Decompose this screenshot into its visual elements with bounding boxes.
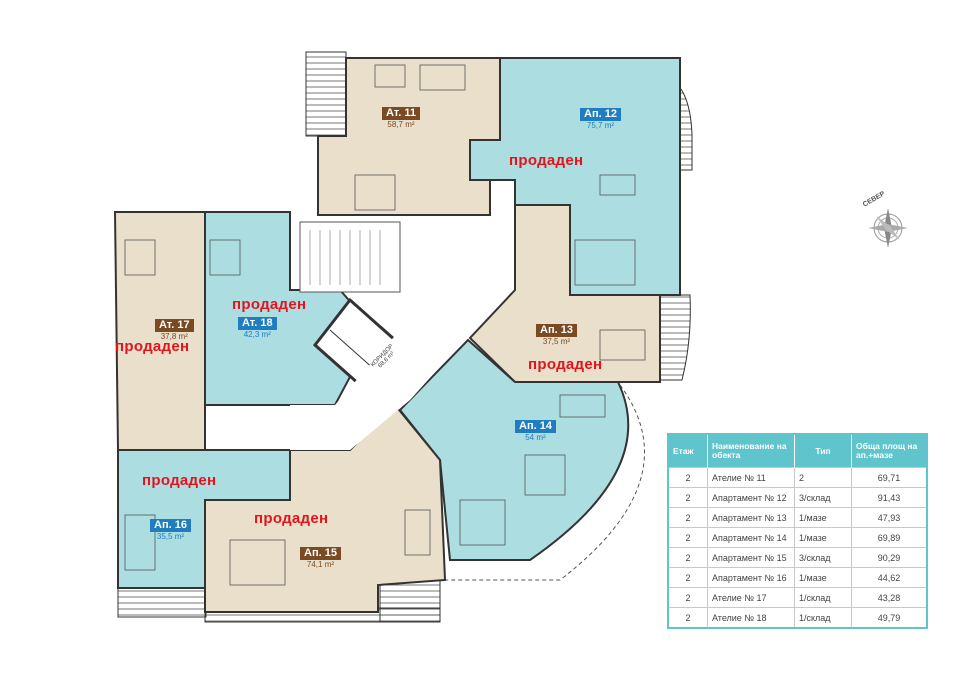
unit-number: Ап. 12 [580, 108, 621, 121]
cell-name: Апартамент № 13 [707, 507, 795, 528]
cell-area: 49,79 [851, 607, 928, 629]
col-floor: Етаж [668, 434, 708, 468]
cell-floor: 2 [667, 587, 708, 608]
col-name: Наименование на обекта [707, 434, 795, 468]
balcony-arc [440, 384, 645, 581]
unit-area: 42,3 m² [243, 330, 271, 339]
cell-type: 1/склад [794, 587, 852, 608]
cell-name: Апартамент № 16 [707, 567, 795, 588]
unit-area: 37,8 m² [160, 332, 188, 341]
unit-area: 54 m² [525, 433, 546, 442]
sold-label-at18: продаден [232, 296, 307, 313]
balcony [305, 51, 347, 137]
cell-area: 44,62 [851, 567, 928, 588]
corridor [290, 270, 500, 450]
cell-floor: 2 [667, 507, 708, 528]
unit-number: Ат. 18 [238, 317, 277, 330]
cell-name: Апартамент № 14 [707, 527, 795, 548]
units-table: Етаж Наименование на обекта Тип Обща пло… [667, 433, 928, 629]
col-area: Обща площ на ап.+мазе [851, 434, 928, 468]
unit-at11[interactable] [317, 57, 501, 216]
unit-area: 58,7 m² [387, 120, 415, 129]
sold-label-ap12: продаден [509, 152, 584, 169]
cell-area: 69,89 [851, 527, 928, 548]
cell-type: 1/мазе [794, 507, 852, 528]
cell-type: 2 [794, 467, 852, 488]
unit-area: 74,1 m² [306, 560, 335, 569]
cell-floor: 2 [667, 567, 708, 588]
unit-number: Ап. 13 [536, 324, 577, 337]
cell-floor: 2 [667, 547, 708, 568]
cell-type: 3/склад [794, 547, 852, 568]
cell-type: 1/склад [794, 607, 852, 629]
cell-name: Ателие № 17 [707, 587, 795, 608]
cell-floor: 2 [667, 467, 708, 488]
balcony [379, 579, 441, 623]
balcony [117, 584, 207, 618]
unit-area: 37,5 m² [542, 337, 571, 346]
unit-area: 75,7 m² [586, 121, 615, 130]
cell-area: 69,71 [851, 467, 928, 488]
unit-area: 35,5 m² [156, 532, 185, 541]
cell-name: Апартамент № 12 [707, 487, 795, 508]
balcony [659, 294, 691, 381]
cell-floor: 2 [667, 527, 708, 548]
compass-rose-icon [868, 208, 908, 248]
unit-number: Ап. 16 [150, 519, 191, 532]
unit-number: Ап. 14 [515, 420, 556, 433]
sold-label-at17: продаден [115, 338, 190, 355]
cell-area: 90,29 [851, 547, 928, 568]
cell-name: Апартамент № 15 [707, 547, 795, 568]
cell-area: 43,28 [851, 587, 928, 608]
col-type: Тип [794, 434, 852, 468]
unit-number: Ат. 17 [155, 319, 194, 332]
cell-area: 91,43 [851, 487, 928, 508]
unit-number: Ат. 11 [382, 107, 420, 120]
sold-label-ap13: продаден [528, 356, 603, 373]
cell-area: 47,93 [851, 507, 928, 528]
cell-name: Ателие № 11 [707, 467, 795, 488]
cell-floor: 2 [667, 607, 708, 629]
cell-type: 3/склад [794, 487, 852, 508]
sold-label-ap16: продаден [142, 472, 217, 489]
cell-floor: 2 [667, 487, 708, 508]
cell-name: Ателие № 18 [707, 607, 795, 629]
sold-label-ap15: продаден [254, 510, 329, 527]
cell-type: 1/мазе [794, 527, 852, 548]
unit-number: Ап. 15 [300, 547, 341, 560]
table-header-row: Етаж Наименование на обекта Тип Обща пло… [668, 434, 928, 468]
unit-ap13[interactable] [468, 204, 661, 383]
cell-type: 1/мазе [794, 567, 852, 588]
